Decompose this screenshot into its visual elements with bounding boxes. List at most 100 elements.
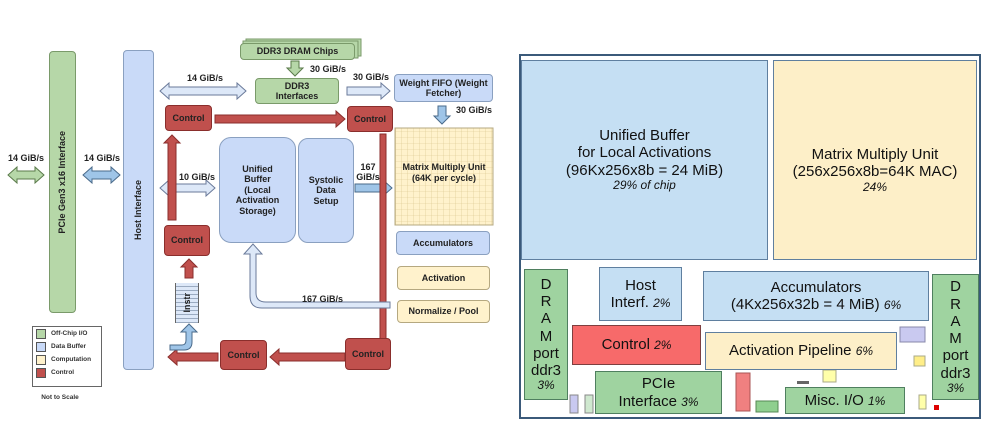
- fp-label: 3%: [537, 378, 555, 393]
- fp-label: A: [950, 312, 961, 330]
- fp-pct: 29% of chip: [613, 177, 676, 192]
- control-label: Control: [227, 349, 260, 360]
- fp-label: 3%: [946, 380, 965, 395]
- legend-item: Off-Chip I/O: [33, 327, 101, 340]
- fp-label: ddr3: [940, 364, 971, 382]
- weight-fifo-block: Weight FIFO (Weight Fetcher): [394, 74, 493, 102]
- control-arrow-up: [162, 134, 182, 221]
- fp-label: M: [539, 327, 553, 345]
- fp-label: Control: [601, 336, 650, 354]
- legend-swatch: [36, 341, 46, 352]
- small-block: [822, 369, 837, 383]
- fp-label: M: [949, 330, 962, 348]
- fp-label: R: [540, 293, 552, 311]
- pcie-interface-block: PCIe Gen3 x16 Interface: [49, 51, 76, 313]
- fp-label: D: [950, 278, 961, 296]
- bw-label-fifo-mmu: 30 GiB/s: [455, 104, 493, 115]
- fp-matrix-unit: Matrix Multiply Unit (256x256x8b=64K MAC…: [773, 60, 977, 260]
- legend: Off-Chip I/O Data Buffer Computation Con…: [32, 326, 102, 387]
- control-block-3: Control: [164, 225, 210, 256]
- fp-host-interface: Host Interf. 2%: [599, 267, 682, 321]
- fp-label: port: [533, 344, 559, 362]
- host-ddr-arrow: [159, 81, 247, 101]
- fp-label: Matrix Multiply Unit: [811, 146, 939, 163]
- fp-label: port: [942, 347, 969, 365]
- control-label: Control: [172, 112, 205, 123]
- legend-item: Computation: [33, 353, 101, 366]
- small-block: [934, 405, 939, 410]
- ddr3-interfaces-block: DDR3 Interfaces: [255, 78, 339, 104]
- fp-label: Activation Pipeline: [728, 342, 852, 360]
- ddr3-chips-block: DDR3 DRAM Chips: [240, 43, 355, 60]
- fp-pct: 6%: [855, 344, 874, 359]
- legend-swatch: [36, 328, 46, 339]
- small-block: [569, 394, 579, 414]
- small-block: [913, 355, 926, 367]
- control-arrow-host: [167, 347, 219, 367]
- legend-label: Data Buffer: [51, 343, 87, 350]
- control-label: Control: [354, 113, 386, 124]
- fp-pct: 3%: [681, 394, 699, 409]
- small-block: [735, 372, 751, 412]
- control-block-5: Control: [345, 338, 391, 370]
- ddr-fifo-arrow: [346, 81, 391, 101]
- host-interface-label: Host Interface: [133, 179, 144, 241]
- small-block: [755, 400, 779, 413]
- ext-arrow: [7, 165, 45, 185]
- bw-label-pcie-host: 14 GiB/s: [83, 152, 121, 163]
- fp-control: Control 2%: [572, 325, 701, 365]
- control-block-2: Control: [347, 106, 393, 132]
- small-block: [918, 394, 927, 410]
- accumulators-block: Accumulators: [396, 231, 490, 255]
- fp-label: PCIe: [641, 375, 676, 393]
- bw-label-systolic-mmu: 167 GiB/s: [356, 161, 380, 182]
- fp-label: (256x256x8b=64K MAC): [792, 163, 958, 181]
- matrix-unit-grid: [394, 127, 494, 226]
- fp-label: Host: [625, 276, 656, 294]
- legend-swatch: [36, 367, 46, 378]
- control-arrow-top: [214, 109, 346, 129]
- control-label: Control: [352, 348, 384, 359]
- bw-label-chips-ddr: 30 GiB/s: [309, 63, 347, 74]
- fp-pct: 2%: [654, 338, 672, 353]
- fp-label: R: [950, 295, 961, 313]
- bw-label-return: 167 GiB/s: [301, 293, 344, 304]
- fp-label: Unified Buffer: [599, 127, 690, 145]
- systolic-setup-block: Systolic Data Setup: [298, 138, 354, 243]
- fp-misc-io: Misc. I/O 1%: [785, 387, 905, 414]
- fp-accumulators: Accumulators (4Kx256x32b = 4 MiB) 6%: [703, 271, 929, 321]
- small-block: [899, 326, 926, 343]
- bw-label-ddr-fifo: 30 GiB/s: [352, 71, 390, 82]
- control-arrow-bottom: [269, 347, 346, 367]
- bw-label-host-ddr: 14 GiB/s: [186, 72, 224, 83]
- fp-pct: 1%: [868, 393, 886, 408]
- fp-label: ddr3: [530, 362, 562, 380]
- unified-buffer-block: Unified Buffer (Local Activation Storage…: [219, 137, 296, 243]
- fp-pct: 24%: [862, 179, 888, 194]
- chips-ddr-arrow: [285, 60, 305, 77]
- control-block-1: Control: [165, 105, 212, 131]
- fp-pcie-interface: PCIe Interface 3%: [595, 371, 722, 414]
- fp-unified-buffer: Unified Buffer for Local Activations (96…: [521, 60, 768, 260]
- activation-block: Activation: [397, 266, 490, 290]
- legend-item: Control: [33, 366, 101, 379]
- fp-label: (96Kx256x8b = 24 MiB): [565, 161, 724, 179]
- fp-label: D: [540, 275, 552, 293]
- fp-label: Interface: [618, 392, 677, 410]
- instr-input-arrow: [169, 323, 199, 351]
- matrix-unit-label: Matrix Multiply Unit (64K per cycle): [402, 162, 486, 183]
- fp-label: Accumulators: [770, 278, 862, 296]
- small-block: [797, 381, 809, 384]
- bw-label-ext: 14 GiB/s: [7, 152, 45, 163]
- fp-label: (4Kx256x32b = 4 MiB): [730, 296, 880, 313]
- small-block: [584, 394, 594, 414]
- fp-pct: 2%: [653, 296, 671, 310]
- legend-label: Control: [51, 369, 75, 376]
- legend-label: Computation: [51, 356, 92, 363]
- host-interface-block: Host Interface: [123, 50, 154, 370]
- instr-label: Instr: [181, 293, 192, 313]
- fp-label: Misc. I/O: [804, 391, 864, 409]
